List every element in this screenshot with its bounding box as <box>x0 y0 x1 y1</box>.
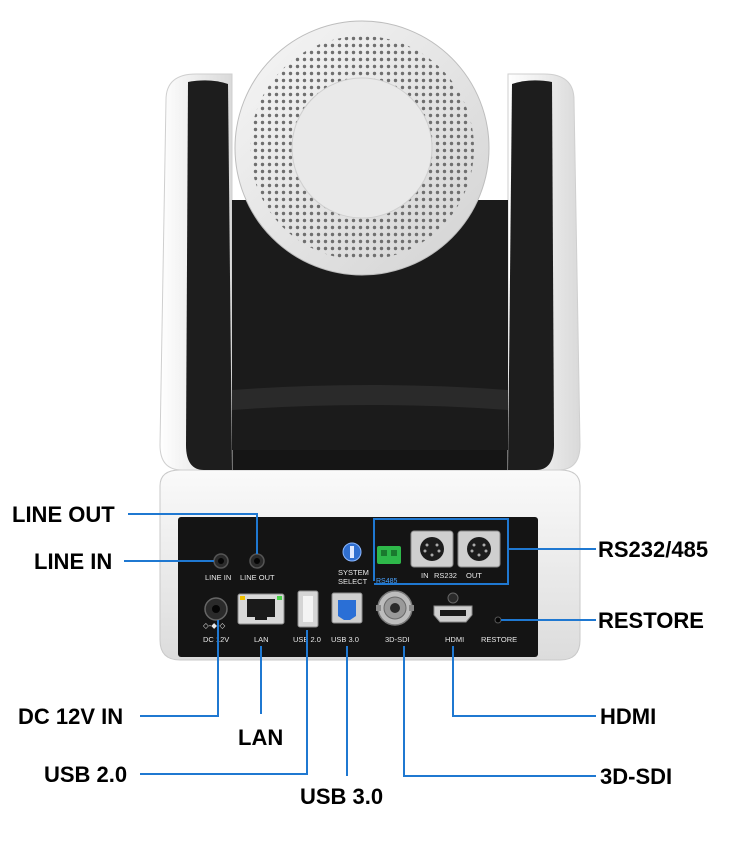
panel-label-rs232: RS232 <box>434 571 457 580</box>
sdi-bnc-connector <box>376 590 414 626</box>
panel-label-restore: RESTORE <box>481 635 517 644</box>
callout-rs232-485: RS232/485 <box>598 537 708 562</box>
callout-hdmi: HDMI <box>600 704 656 729</box>
usb-2-port <box>297 590 319 628</box>
panel-label-rs485: RS485 <box>376 578 398 585</box>
callout-dc-12v-in: DC 12V IN <box>18 704 123 729</box>
panel-label-usb-3: USB 3.0 <box>331 635 359 644</box>
leader-lines <box>124 513 596 777</box>
camera-center-cap <box>291 77 433 219</box>
leader-dc-12v <box>140 620 219 717</box>
panel-label-in: IN <box>421 571 429 580</box>
callout-line-out: LINE OUT <box>12 502 115 527</box>
leader-3d-sdi <box>403 646 596 777</box>
callout-3d-sdi: 3D-SDI <box>600 764 672 789</box>
panel-label-line-out: LINE OUT <box>240 573 275 582</box>
rs485-terminal <box>377 546 401 564</box>
line-in-jack <box>213 553 229 569</box>
leader-line-out <box>128 513 258 554</box>
callout-restore: RESTORE <box>598 608 704 633</box>
panel-label-polarity: ◇-◆-◇ <box>203 621 227 630</box>
panel-label-select: SELECT <box>338 577 368 586</box>
panel-label-out: OUT <box>466 571 482 580</box>
system-select-dial <box>342 542 362 562</box>
line-out-jack <box>249 553 265 569</box>
callout-line-in: LINE IN <box>34 549 112 574</box>
dc-12v-jack <box>204 597 228 621</box>
rs232-out-port <box>457 530 501 568</box>
callout-usb-3: USB 3.0 <box>300 784 383 809</box>
restore-pinhole <box>494 616 502 624</box>
panel-label-lan: LAN <box>254 635 269 644</box>
panel-label-3d-sdi: 3D-SDI <box>385 635 410 644</box>
left-yoke-inner <box>186 80 232 471</box>
right-yoke-inner <box>508 80 554 471</box>
panel-label-system: SYSTEM <box>338 568 369 577</box>
callout-labels: LINE OUT LINE IN RS232/485 RESTORE DC 12… <box>12 502 708 809</box>
leader-usb-2 <box>140 630 308 775</box>
callout-usb-2: USB 2.0 <box>44 762 127 787</box>
panel-label-line-in: LINE IN <box>205 573 231 582</box>
lan-port <box>237 593 285 625</box>
panel-label-dc-12v: DC 12V <box>203 635 229 644</box>
leader-rs232-485 <box>373 518 509 585</box>
leader-hdmi <box>452 646 596 717</box>
panel-label-hdmi: HDMI <box>445 635 464 644</box>
usb-3-port <box>331 592 363 624</box>
rs232-in-port <box>410 530 454 568</box>
panel-components: LINE IN LINE OUT SYSTEM SELECT RS485 <box>203 530 517 644</box>
callout-lan: LAN <box>238 725 283 750</box>
hdmi-port <box>433 592 473 623</box>
